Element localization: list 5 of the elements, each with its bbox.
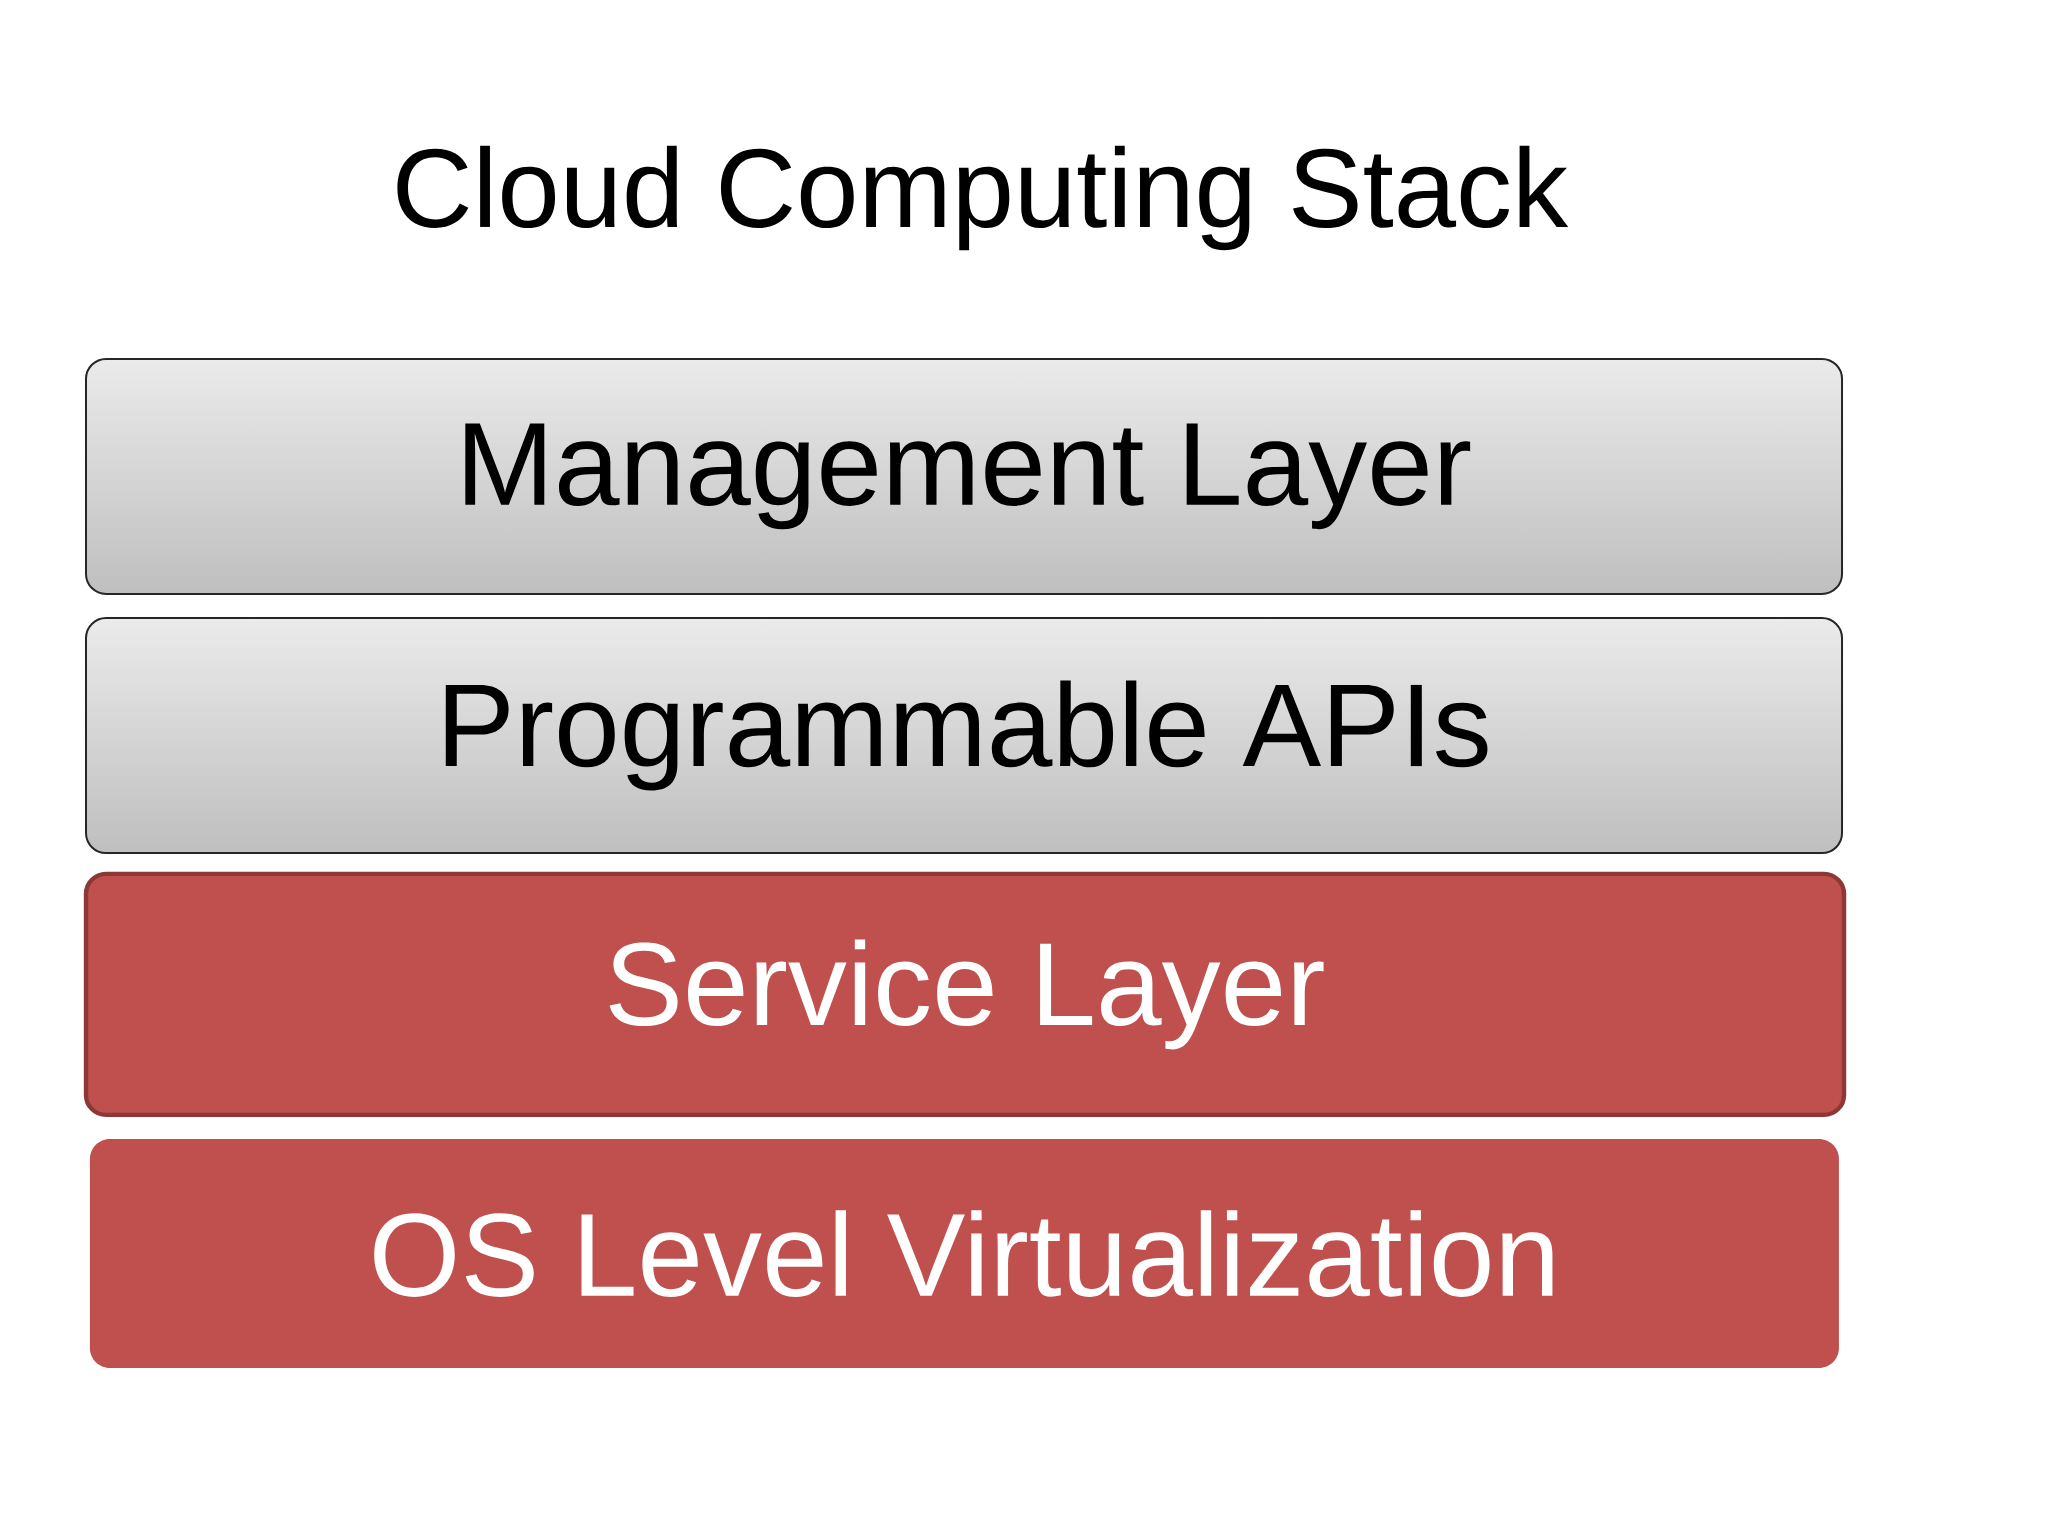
layer-box: OS Level Virtualization [89,1139,1839,1369]
layer-box: Service Layer [83,871,1847,1118]
layer-box: Management Layer [85,357,1844,595]
layer-box: Programmable APIs [85,617,1844,855]
title: Cloud Computing Stack [397,145,1569,251]
